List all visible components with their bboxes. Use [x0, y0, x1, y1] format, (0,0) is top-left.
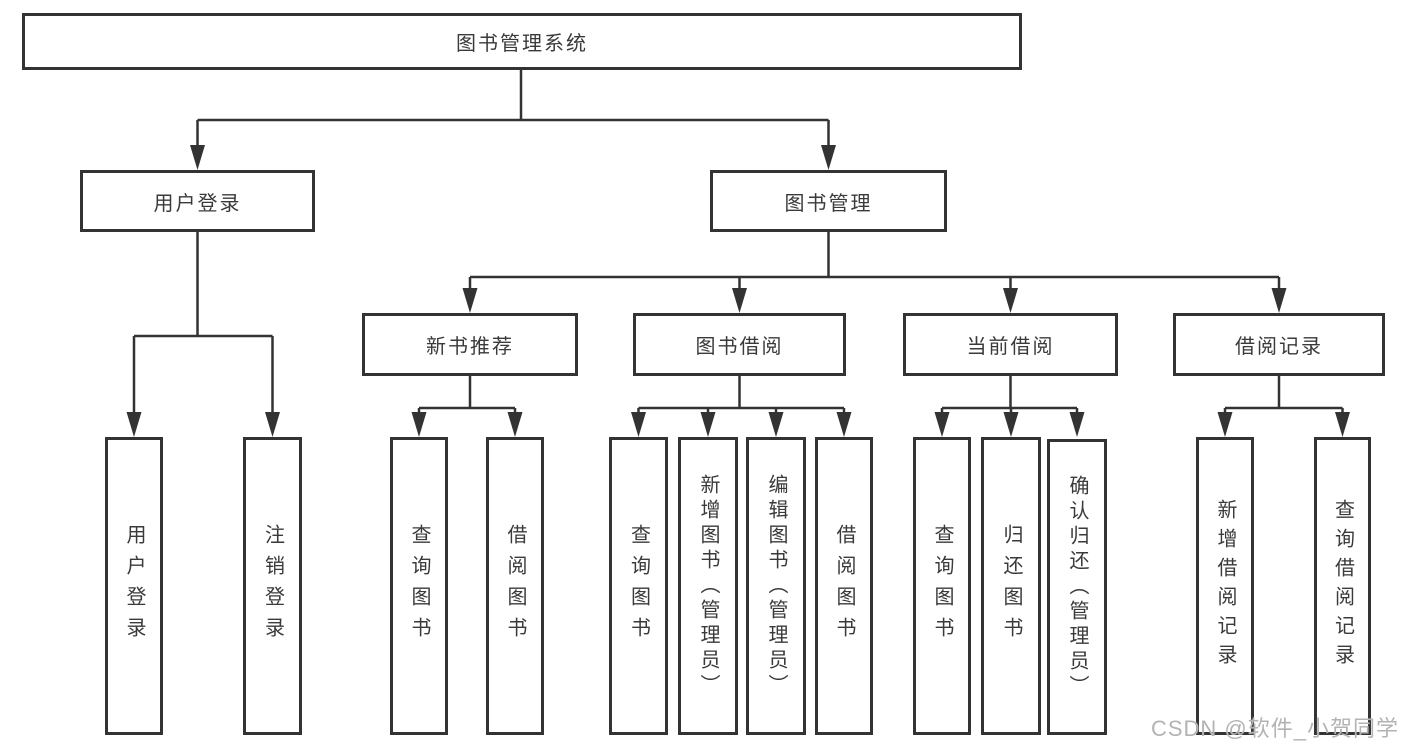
leaf-add-books-admin: 新增图书（管理员）: [678, 437, 738, 735]
leaf-confirm-return-admin: 确认归还（管理员）: [1047, 439, 1107, 735]
node-user-login: 用户登录: [80, 170, 315, 232]
connector-current-borrow-to-leaves: [934, 376, 1085, 437]
node-new-book-recommend: 新书推荐: [362, 313, 578, 376]
node-label: 借阅记录: [1235, 336, 1323, 358]
node-label: 新书推荐: [426, 336, 514, 358]
leaf-borrow-books-recommend: 借阅图书: [486, 437, 544, 735]
leaf-label: 新增借阅记录: [1214, 499, 1236, 673]
leaf-user-login: 用户登录: [105, 437, 163, 735]
leaf-add-borrow-record: 新增借阅记录: [1196, 437, 1254, 735]
connector-book-management-to-level3: [462, 232, 1287, 313]
leaf-query-books-borrow: 查询图书: [609, 437, 668, 735]
leaf-label: 查询借阅记录: [1331, 499, 1354, 673]
node-borrow-records: 借阅记录: [1173, 313, 1385, 376]
node-label: 图书管理系统: [456, 33, 588, 55]
connector-book-borrow-to-leaves: [631, 376, 852, 437]
leaf-label: 借阅图书: [833, 524, 855, 648]
node-label: 图书借阅: [695, 336, 784, 358]
leaf-label: 新增图书（管理员）: [697, 473, 719, 699]
leaf-label: 查询图书: [931, 524, 953, 648]
node-book-management: 图书管理: [710, 170, 947, 232]
connector-borrow-records-to-leaves: [1217, 376, 1350, 437]
leaf-borrow-books: 借阅图书: [815, 437, 873, 735]
leaf-logout: 注销登录: [243, 437, 302, 735]
node-label: 图书管理: [784, 192, 873, 215]
leaf-label: 确认归还（管理员）: [1066, 474, 1088, 700]
connector-user-login-to-leaves: [126, 232, 280, 437]
leaf-label: 注销登录: [261, 524, 284, 648]
node-book-borrow: 图书借阅: [633, 313, 846, 376]
leaf-label: 用户登录: [123, 524, 145, 648]
node-label: 当前借阅: [966, 336, 1055, 358]
leaf-query-books-recommend: 查询图书: [390, 437, 448, 735]
connector-new-book-to-leaves: [411, 376, 523, 437]
node-current-borrow: 当前借阅: [903, 313, 1118, 376]
leaf-return-books: 归还图书: [981, 437, 1041, 735]
leaf-query-borrow-record: 查询借阅记录: [1314, 437, 1371, 735]
leaf-label: 编辑图书（管理员）: [765, 473, 787, 699]
node-library-management-system: 图书管理系统: [22, 13, 1022, 70]
connector-root-to-level2: [190, 70, 836, 170]
leaf-query-books-current: 查询图书: [913, 437, 971, 735]
csdn-watermark: CSDN @软件_小贺同学: [1150, 716, 1399, 741]
leaf-label: 查询图书: [627, 524, 650, 648]
leaf-label: 查询图书: [408, 524, 430, 648]
node-label: 用户登录: [153, 192, 242, 215]
leaf-label: 借阅图书: [504, 524, 526, 648]
leaf-edit-books-admin: 编辑图书（管理员）: [746, 437, 806, 735]
leaf-label: 归还图书: [1000, 524, 1022, 648]
